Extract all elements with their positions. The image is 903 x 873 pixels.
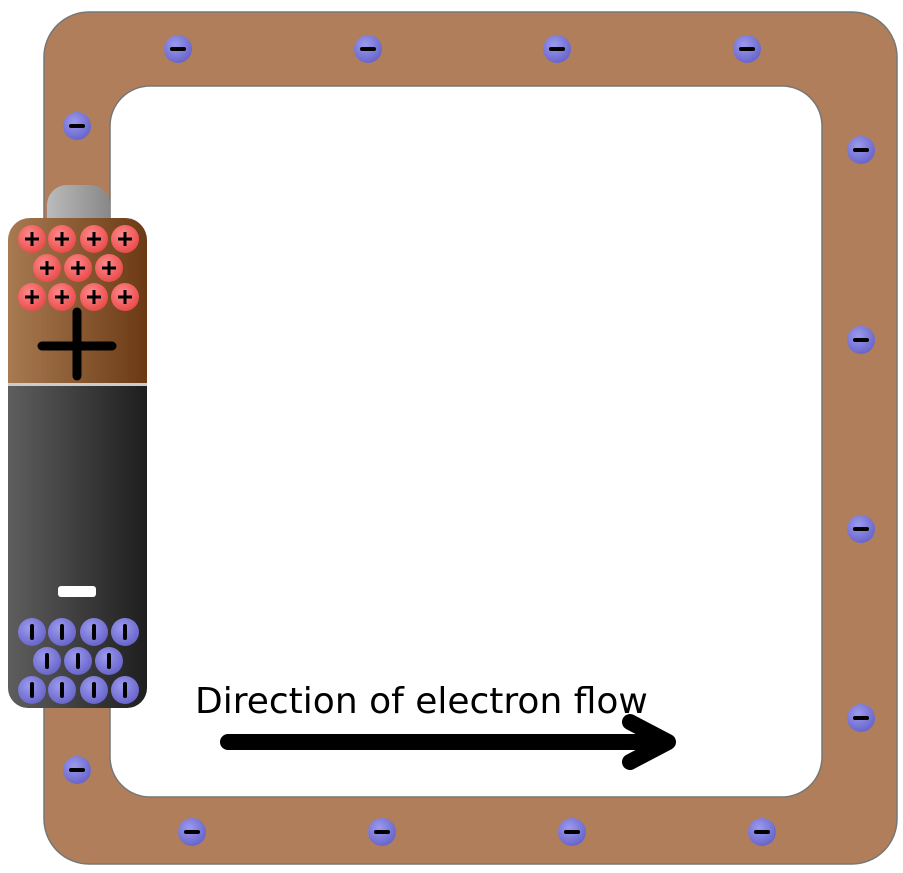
electron	[354, 35, 382, 63]
electron	[48, 618, 76, 646]
electron	[111, 618, 139, 646]
proton	[80, 283, 108, 311]
proton	[18, 283, 46, 311]
electron	[111, 676, 139, 704]
electron	[63, 112, 91, 140]
electron	[164, 35, 192, 63]
electron	[63, 756, 91, 784]
electron	[33, 647, 61, 675]
battery-plus-sign	[37, 307, 117, 381]
electron	[178, 818, 206, 846]
proton	[111, 225, 139, 253]
proton	[48, 283, 76, 311]
electron	[847, 515, 875, 543]
electron	[64, 647, 92, 675]
electron	[80, 676, 108, 704]
electron	[733, 35, 761, 63]
electron	[748, 818, 776, 846]
electron	[368, 818, 396, 846]
proton	[48, 225, 76, 253]
electron	[80, 618, 108, 646]
electron-flow-label: Direction of electron flow	[195, 681, 648, 722]
proton	[18, 225, 46, 253]
electron	[18, 676, 46, 704]
battery-cap	[47, 185, 110, 218]
electron	[48, 676, 76, 704]
proton	[64, 254, 92, 282]
battery	[8, 185, 147, 708]
electron	[95, 647, 123, 675]
electron	[847, 136, 875, 164]
proton	[95, 254, 123, 282]
electron-flow-arrow	[220, 714, 676, 770]
proton	[111, 283, 139, 311]
battery-minus-sign	[58, 586, 96, 597]
proton	[80, 225, 108, 253]
wire-loop	[43, 11, 898, 865]
battery-separator	[8, 383, 147, 386]
electron	[18, 618, 46, 646]
electron	[543, 35, 571, 63]
electron	[558, 818, 586, 846]
electron	[847, 704, 875, 732]
proton	[33, 254, 61, 282]
electron	[847, 326, 875, 354]
